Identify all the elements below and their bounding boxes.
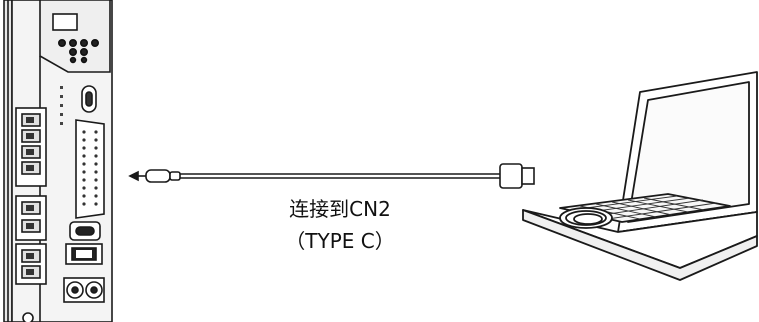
drive-screw — [22, 312, 34, 322]
drive-cn2-port — [69, 221, 101, 241]
servo-drive — [3, 0, 113, 322]
drive-terminal-block-lower — [15, 243, 47, 285]
drive-dsub-connector — [75, 119, 105, 219]
drive-round-connectors — [63, 277, 105, 303]
laptop-screen — [627, 81, 750, 223]
drive-buttons — [57, 38, 100, 64]
drive-terminal-block-middle — [15, 195, 47, 241]
cable-plug-usb — [499, 163, 523, 189]
connection-caption-line2: （TYPE C） — [285, 229, 395, 253]
connection-caption-line1: 连接到CN2 — [289, 197, 391, 221]
usb-type-c-cable — [128, 163, 535, 189]
drive-leds — [60, 86, 63, 125]
drive-terminal-block-upper — [15, 107, 47, 187]
cable-arrow — [128, 170, 139, 182]
cable-plug-type-c — [145, 169, 171, 183]
drive-display — [52, 13, 78, 31]
drive-heatsink — [3, 0, 13, 322]
drive-port-rj — [65, 243, 103, 265]
laptop-computer — [522, 71, 758, 281]
